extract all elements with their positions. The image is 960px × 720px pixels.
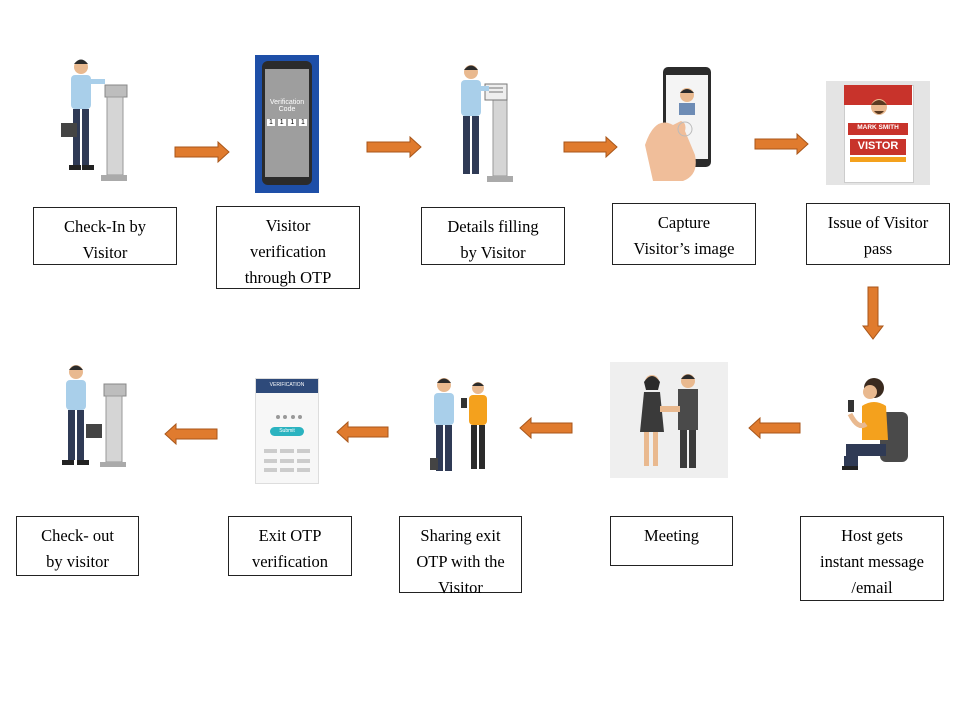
otp-digit: 1 [267, 119, 275, 126]
otp-digit: 1 [288, 119, 297, 126]
arrow-left [748, 416, 801, 440]
step-checkout-box: Check- out by visitor [16, 516, 139, 576]
step-label: Meeting [644, 526, 699, 545]
step-exit-otp-box: Exit OTP verification [228, 516, 352, 576]
checkin-person-kiosk-icon [61, 59, 128, 181]
exit-otp-screen: VERIFICATION Submit [255, 378, 319, 484]
step-capture-box: Capture Visitor’s image [612, 203, 756, 265]
arrow-left [336, 420, 389, 444]
step-meeting-box: Meeting [610, 516, 733, 566]
arrow-left [164, 422, 218, 446]
step-label: Check- out by visitor [41, 526, 114, 571]
step-otp-verify-box: Visitor verification through OTP [216, 206, 360, 289]
arrow-right [366, 135, 422, 159]
arrow-right [754, 132, 809, 156]
step-checkin-box: Check-In by Visitor [33, 207, 177, 265]
step-label: Details filling by Visitor [447, 217, 539, 262]
phone-otp-screen: Verification Code 1 1 1 1 [255, 55, 319, 193]
visitor-avatar-icon [871, 99, 887, 115]
visitor-pass-card: MARK SMITH VISTOR [826, 81, 930, 185]
arrow-left [519, 416, 573, 440]
step-label: Check-In by Visitor [63, 217, 147, 262]
exit-otp-keypad [264, 449, 310, 475]
step-share-otp-box: Sharing exit OTP with the Visitor [399, 516, 522, 597]
step-label: Visitor verification through OTP [244, 216, 332, 287]
otp-digit: 1 [298, 119, 307, 126]
meeting-handshake-image [610, 362, 728, 478]
capture-image-phone-icon [645, 67, 711, 181]
pass-role: VISTOR [857, 140, 899, 152]
step-host-box: Host gets instant message /email [800, 516, 944, 601]
checkout-person-kiosk-icon [62, 365, 127, 467]
arrow-right [563, 135, 618, 159]
details-filling-kiosk-icon [461, 65, 513, 182]
step-details-box: Details filling by Visitor [421, 207, 565, 265]
host-phone-seated-icon [842, 378, 908, 470]
handshake-icon [640, 374, 698, 468]
exit-otp-submit-button[interactable]: Submit [270, 427, 304, 436]
otp-digit: 1 [277, 119, 286, 126]
step-label: Capture Visitor’s image [633, 213, 735, 258]
step-pass-box: Issue of Visitor pass [806, 203, 950, 265]
step-label: Host gets instant message /email [819, 526, 925, 597]
arrow-right [174, 140, 230, 164]
step-label: Exit OTP verification [251, 526, 329, 571]
exit-otp-header: VERIFICATION [269, 382, 305, 388]
step-label: Sharing exit OTP with the Visitor [416, 526, 505, 597]
step-label: Issue of Visitor pass [827, 213, 929, 258]
arrow-down [861, 286, 885, 340]
pass-name: MARK SMITH [857, 124, 899, 131]
sharing-otp-people-icon [430, 378, 487, 471]
phone-otp-title: Verification Code [269, 99, 305, 113]
